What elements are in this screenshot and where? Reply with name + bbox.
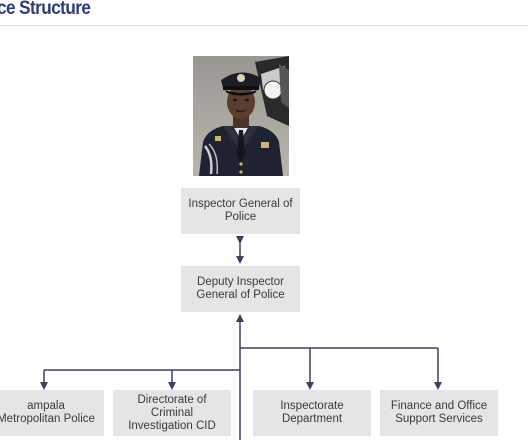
title-divider <box>0 25 528 26</box>
kampala-metropolitan-box: ampala Metropolitan Police <box>0 390 104 436</box>
page-title: ce Structure <box>0 0 91 19</box>
finance-label: Finance and Office Support Services <box>390 400 488 425</box>
officer-portrait-image <box>193 56 289 176</box>
igp-box: Inspector General of Police <box>181 188 300 234</box>
inspectorate-box: Inspectorate Department <box>253 390 371 436</box>
igp-label: Inspector General of Police <box>188 198 293 223</box>
cid-box: Directorate of Criminal Investigation CI… <box>113 390 231 436</box>
inspectorate-label: Inspectorate Department <box>280 400 344 425</box>
deputy-igp-label: Deputy Inspector General of Police <box>196 276 285 301</box>
officer-portrait <box>193 56 289 176</box>
deputy-igp-box: Deputy Inspector General of Police <box>181 266 300 312</box>
finance-box: Finance and Office Support Services <box>380 390 498 436</box>
cid-label: Directorate of Criminal Investigation CI… <box>128 393 216 432</box>
kampala-metropolitan-label: ampala Metropolitan Police <box>0 400 95 425</box>
